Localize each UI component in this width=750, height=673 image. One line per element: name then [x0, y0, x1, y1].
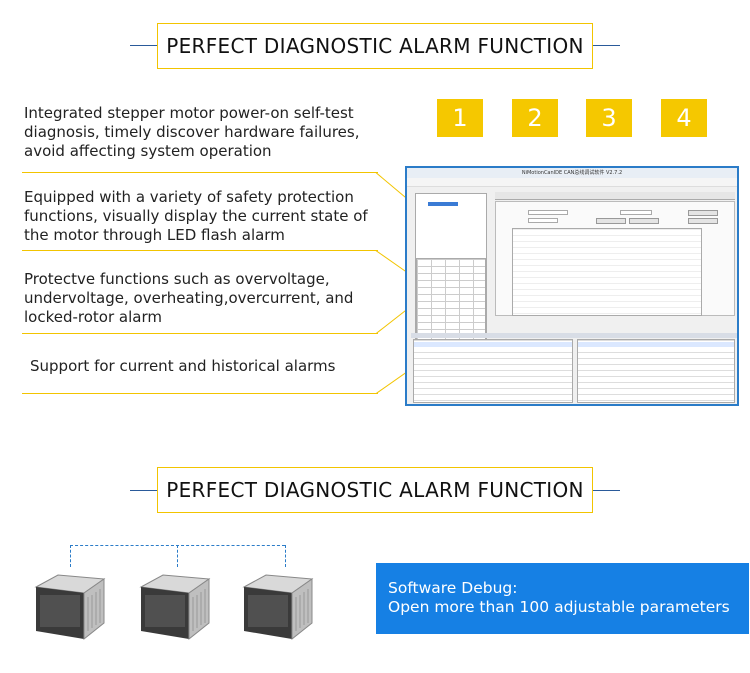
can-log-right: [577, 339, 735, 403]
title-right-line-bottom: [592, 490, 620, 491]
alarm-field-3: [620, 210, 652, 215]
can-log-left-selected: [414, 342, 572, 347]
number-tile-2: 2: [512, 99, 558, 137]
software-menu-bar: [407, 178, 737, 187]
device-tree-selected: [428, 202, 458, 206]
alarm-table: [512, 228, 702, 316]
motor-link-mid: [177, 545, 178, 567]
number-tile-4: 4: [661, 99, 707, 137]
alarm-button-1: [596, 218, 626, 224]
alarm-panel: [495, 201, 735, 316]
section-title-top: PERFECT DIAGNOSTIC ALARM FUNCTION: [157, 23, 593, 69]
alarm-field-1: [528, 210, 568, 215]
alarm-button-2: [629, 218, 659, 224]
parameter-grid: [416, 258, 486, 343]
title-right-line: [592, 45, 620, 46]
connector-line-3: [22, 333, 378, 334]
motor-link-right: [285, 545, 286, 567]
connector-line-2: [22, 250, 378, 251]
feature-alarm-history: Support for current and historical alarm…: [30, 357, 336, 375]
number-tile-3: 3: [586, 99, 632, 137]
connector-line-1: [22, 172, 378, 173]
section-title-top-text: PERFECT DIAGNOSTIC ALARM FUNCTION: [166, 34, 584, 58]
connector-line-2-diag: [375, 250, 409, 274]
software-window: NiMotionCanIDE CAN总线调试软件 V2.7.2: [405, 166, 739, 406]
connector-line-4: [22, 393, 378, 394]
connector-line-3-diag: [376, 308, 409, 334]
stepper-motor-3: [242, 574, 314, 641]
can-log-right-selected: [578, 342, 734, 347]
alarm-button-4: [688, 218, 718, 224]
alarm-field-2: [528, 218, 558, 223]
feature-protective-functions: Protectve functions such as overvoltage,…: [24, 270, 354, 326]
section-title-bottom-text: PERFECT DIAGNOSTIC ALARM FUNCTION: [166, 478, 584, 502]
motor-link-left: [70, 545, 71, 567]
can-log-left: [413, 339, 573, 403]
software-window-title: NiMotionCanIDE CAN总线调试软件 V2.7.2: [407, 168, 737, 178]
stepper-motor-2: [139, 574, 211, 641]
log-header-bar: [411, 333, 737, 338]
title-left-line: [130, 45, 158, 46]
connector-line-1-diag: [375, 172, 407, 199]
number-tile-1: 1: [437, 99, 483, 137]
tab-strip: [495, 192, 735, 200]
stepper-motor-1: [34, 574, 106, 641]
software-debug-box: Software Debug: Open more than 100 adjus…: [376, 563, 749, 634]
title-left-line-bottom: [130, 490, 158, 491]
software-debug-desc: Open more than 100 adjustable parameters: [388, 598, 730, 616]
software-debug-title: Software Debug:: [388, 579, 518, 597]
section-title-bottom: PERFECT DIAGNOSTIC ALARM FUNCTION: [157, 467, 593, 513]
alarm-button-3: [688, 210, 718, 216]
feature-safety-protection: Equipped with a variety of safety protec…: [24, 188, 368, 244]
feature-self-test: Integrated stepper motor power-on self-t…: [24, 104, 360, 160]
software-window-body: [407, 188, 737, 404]
